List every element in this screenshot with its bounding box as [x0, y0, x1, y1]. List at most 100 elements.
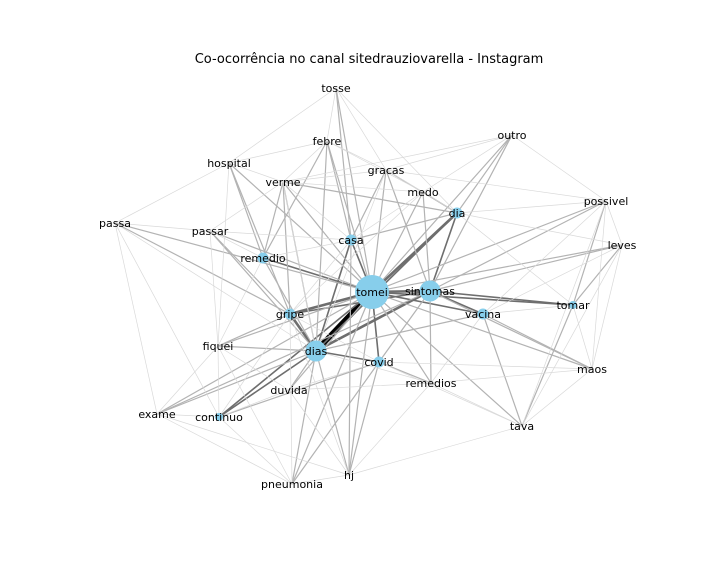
edge-dia-possivel: [456, 200, 607, 214]
edge-outro-gracas: [385, 134, 513, 171]
node-sintomas: [419, 280, 441, 302]
node-covid: [373, 356, 385, 368]
edge-tomei-fiquei: [217, 291, 373, 347]
edge-vacina-tava: [482, 313, 523, 427]
node-dias: [305, 340, 327, 362]
node-label-fiquei: fiquei: [203, 340, 234, 353]
edge-sintomas-outro: [429, 134, 513, 292]
node-label-covid: covid: [364, 356, 393, 369]
node-label-tosse: tosse: [321, 82, 351, 95]
edge-hospital-passa: [114, 162, 230, 224]
edge-tomei-remedio: [262, 257, 373, 293]
edge-gracas-dias: [315, 169, 387, 352]
edge-remedio-hospital: [228, 162, 264, 259]
edge-possivel-tava: [521, 200, 607, 427]
node-label-maos: maos: [577, 363, 607, 376]
node-label-passar: passar: [192, 225, 229, 238]
edge-exame-hj: [156, 413, 350, 476]
node-remedio: [257, 252, 269, 264]
edge-tomei-tosse: [335, 87, 373, 293]
edge-duvida-covid: [288, 361, 380, 391]
node-label-remedios: remedios: [405, 377, 456, 390]
node-label-dia: dia: [449, 207, 466, 220]
edge-dias-hj: [315, 350, 350, 476]
edge-tomei-duvida: [288, 291, 373, 391]
edge-dia-verme: [282, 181, 458, 214]
edge-dias-exame: [156, 350, 317, 415]
node-label-verme: verme: [265, 176, 300, 189]
edge-fiquei-passar: [209, 230, 219, 347]
edge-tomei-medo: [371, 191, 424, 293]
edge-sintomas-possivel: [429, 200, 607, 292]
edge-sintomas-dia: [429, 212, 458, 292]
edge-exame-pneumonia: [156, 413, 293, 485]
node-label-tava: tava: [510, 420, 534, 433]
edge-passar-remedio: [209, 230, 264, 259]
node-label-passa: passa: [99, 217, 131, 230]
edge-casa-febre: [326, 140, 352, 241]
edge-sintomas-remedios: [429, 290, 432, 384]
edge-verme-gracas: [282, 169, 387, 183]
node-label-sintomas: sintomas: [405, 285, 455, 298]
edge-casa-hj: [348, 239, 352, 476]
edge-passar-verme: [209, 181, 284, 232]
edge-dias-vacina: [315, 313, 484, 352]
edge-outro-possivel: [511, 134, 607, 202]
edge-tomei-gracas: [371, 169, 387, 293]
node-label-dias: dias: [305, 345, 328, 358]
node-label-continuo: continuo: [195, 411, 243, 424]
edge-dia-casa: [350, 212, 458, 241]
edge-exame-fiquei: [156, 345, 219, 415]
edge-tosse-hospital: [228, 87, 337, 164]
edge-tomei-leves: [371, 244, 623, 293]
edge-hospital-febre: [228, 140, 328, 164]
node-label-duvida: duvida: [270, 384, 307, 397]
edge-tomei-tomar: [371, 291, 574, 306]
node-continuo: [215, 413, 223, 421]
edge-continuo-pneumonia: [218, 416, 293, 485]
edge-tosse-febre: [326, 87, 337, 142]
edge-pneumonia-gripe: [289, 313, 293, 485]
edge-sintomas-tomar: [429, 290, 574, 306]
node-label-vacina: vacina: [465, 308, 501, 321]
edge-leves-vacina: [482, 244, 623, 315]
edge-vacina-maos: [482, 313, 593, 370]
edge-tomei-tava: [371, 291, 523, 427]
edge-tomei-febre: [326, 140, 373, 293]
edge-hj-remedios: [348, 382, 432, 476]
node-label-leves: leves: [608, 239, 637, 252]
edge-tomar-vacina: [482, 304, 574, 315]
edge-tomei-hj: [348, 291, 373, 476]
node-label-hospital: hospital: [207, 157, 251, 170]
edge-remedio-febre: [262, 140, 328, 259]
edge-sintomas-medo: [422, 191, 431, 292]
node-tomei: [355, 275, 389, 309]
edge-remedio-verme: [262, 181, 284, 259]
edge-tomei-possivel: [371, 200, 607, 293]
edge-dias-covid: [315, 350, 380, 363]
edge-dias-continuo: [218, 350, 317, 418]
node-label-gracas: gracas: [368, 164, 405, 177]
edge-sintomas-dias: [314, 289, 432, 353]
edge-verme-medo: [282, 181, 424, 193]
edge-gripe-fiquei: [217, 313, 291, 347]
edge-tomar-maos: [572, 304, 593, 370]
node-label-tomei: tomei: [356, 286, 388, 299]
edge-tomei-passar: [209, 230, 373, 293]
edge-gripe-passa: [114, 222, 291, 315]
edge-outro-verme: [282, 134, 513, 183]
edge-gripe-passar: [209, 230, 291, 315]
edge-hospital-fiquei: [217, 162, 230, 347]
edge-dias-pneumonia: [291, 350, 317, 485]
edge-gracas-possivel: [385, 169, 607, 202]
edge-tomar-tava: [521, 304, 574, 427]
edge-verme-casa: [282, 181, 352, 241]
edge-verme-dias: [282, 181, 317, 352]
edge-pneumonia-hj: [291, 474, 350, 485]
edge-passa-continuo: [114, 222, 220, 418]
edge-tomei-continuo: [218, 291, 373, 418]
node-vacina: [477, 308, 489, 320]
edge-passa-exame: [114, 222, 158, 415]
edge-hj-duvida: [288, 389, 350, 476]
